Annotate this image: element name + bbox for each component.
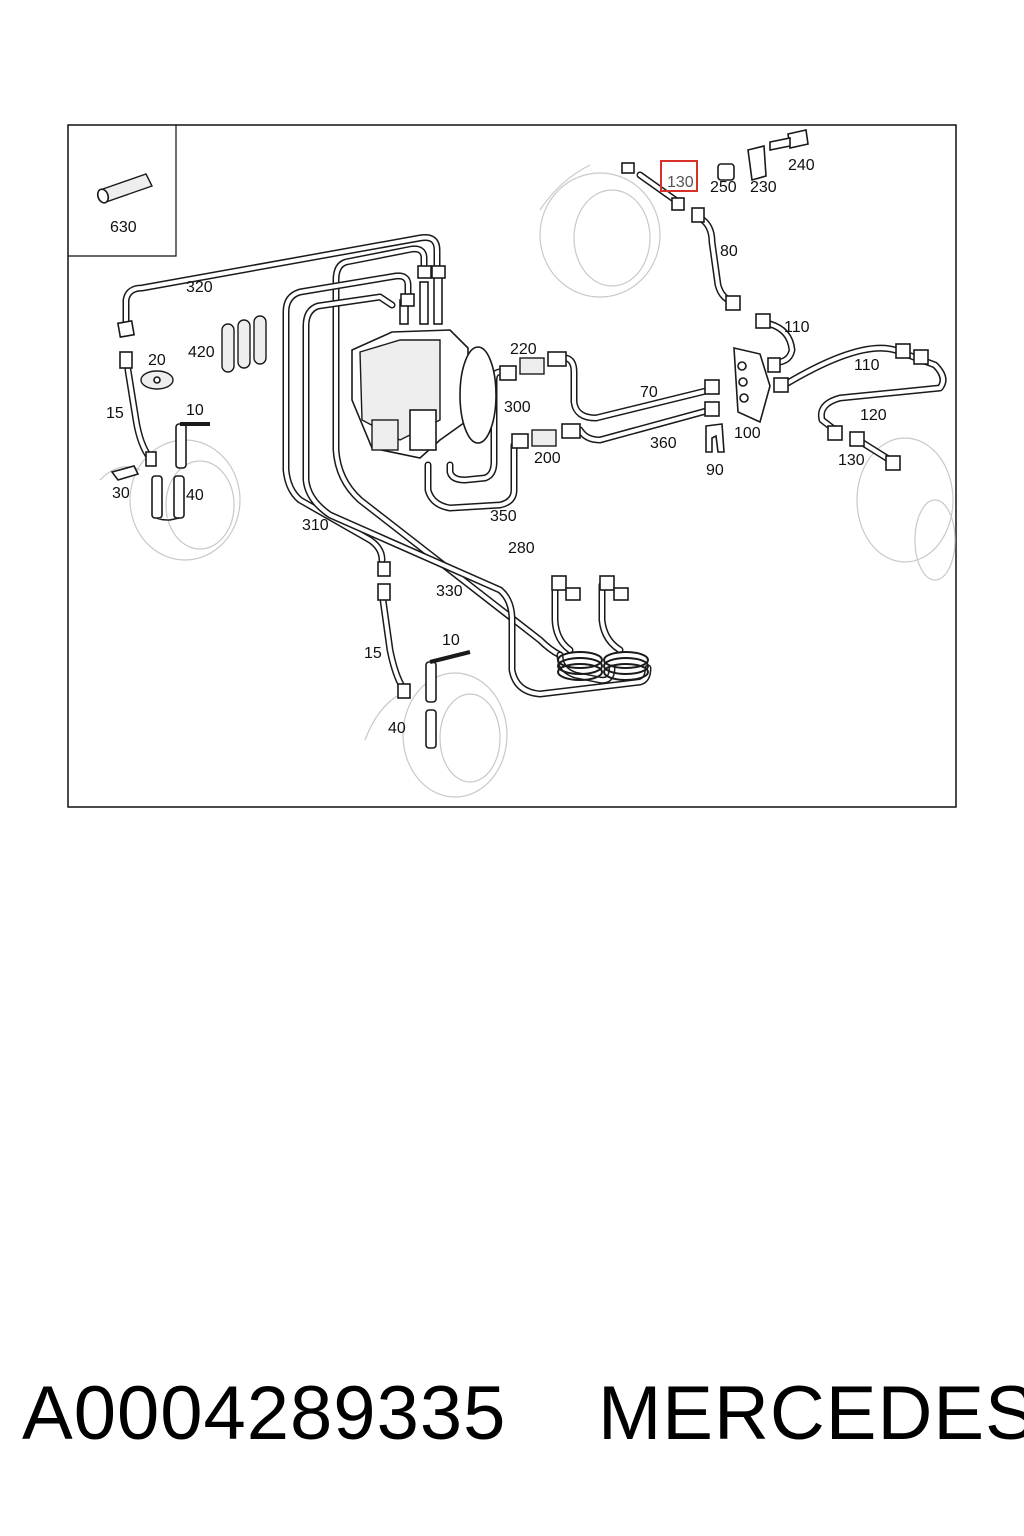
label-130-highlighted: 130 — [667, 174, 694, 191]
bracket-100-icon — [733, 346, 771, 424]
label-30: 30 — [112, 485, 130, 502]
brake-line-coils — [557, 651, 649, 681]
label-40-lower: 40 — [388, 720, 406, 737]
part-labels: 630 320 420 20 15 10 30 40 310 330 15 10… — [106, 157, 887, 737]
label-110-upper: 110 — [784, 319, 810, 336]
inset-box — [68, 125, 177, 257]
label-15-lower: 15 — [364, 645, 382, 662]
label-10-lower: 10 — [442, 632, 460, 649]
brake-lines — [122, 171, 947, 698]
label-90: 90 — [706, 462, 724, 479]
wheel-ghosts — [99, 164, 956, 798]
label-10-upper: 10 — [186, 402, 204, 419]
abs-hydraulic-unit-icon — [351, 269, 497, 459]
sleeves-420-icon — [221, 315, 267, 373]
label-330: 330 — [436, 583, 463, 600]
label-40-upper: 40 — [186, 487, 204, 504]
label-200: 200 — [534, 450, 561, 467]
label-220: 220 — [510, 341, 537, 358]
label-20: 20 — [148, 352, 166, 369]
label-630: 630 — [110, 219, 137, 236]
label-70: 70 — [640, 384, 658, 401]
label-100: 100 — [734, 425, 761, 442]
sleeve-630-icon — [96, 173, 153, 204]
brake-hoses — [151, 422, 471, 749]
label-280: 280 — [508, 540, 535, 557]
fittings — [116, 129, 929, 699]
label-350: 350 — [490, 508, 517, 525]
brand-name: MERCEDES — [598, 1371, 1024, 1456]
footer: A0004289335 MERCEDES — [0, 1370, 1024, 1480]
label-120: 120 — [860, 407, 887, 424]
label-80: 80 — [720, 243, 738, 260]
label-230: 230 — [750, 179, 777, 196]
label-110-right: 110 — [854, 357, 880, 374]
plate-90-icon — [705, 423, 725, 453]
label-240: 240 — [788, 157, 815, 174]
label-15-upper: 15 — [106, 405, 124, 422]
washer-20-icon — [140, 370, 174, 390]
diagram-frame — [67, 124, 957, 808]
highlight-box — [660, 160, 698, 192]
clip-30-icon — [110, 465, 140, 481]
parts-diagram: 630 320 420 20 15 10 30 40 310 330 15 10… — [67, 124, 957, 808]
label-300: 300 — [504, 399, 531, 416]
label-250: 250 — [710, 179, 737, 196]
label-130-right: 130 — [838, 452, 865, 469]
label-420: 420 — [188, 344, 215, 361]
part-number: A0004289335 — [22, 1371, 507, 1456]
label-310: 310 — [302, 517, 329, 534]
label-320: 320 — [186, 279, 213, 296]
label-360: 360 — [650, 435, 677, 452]
